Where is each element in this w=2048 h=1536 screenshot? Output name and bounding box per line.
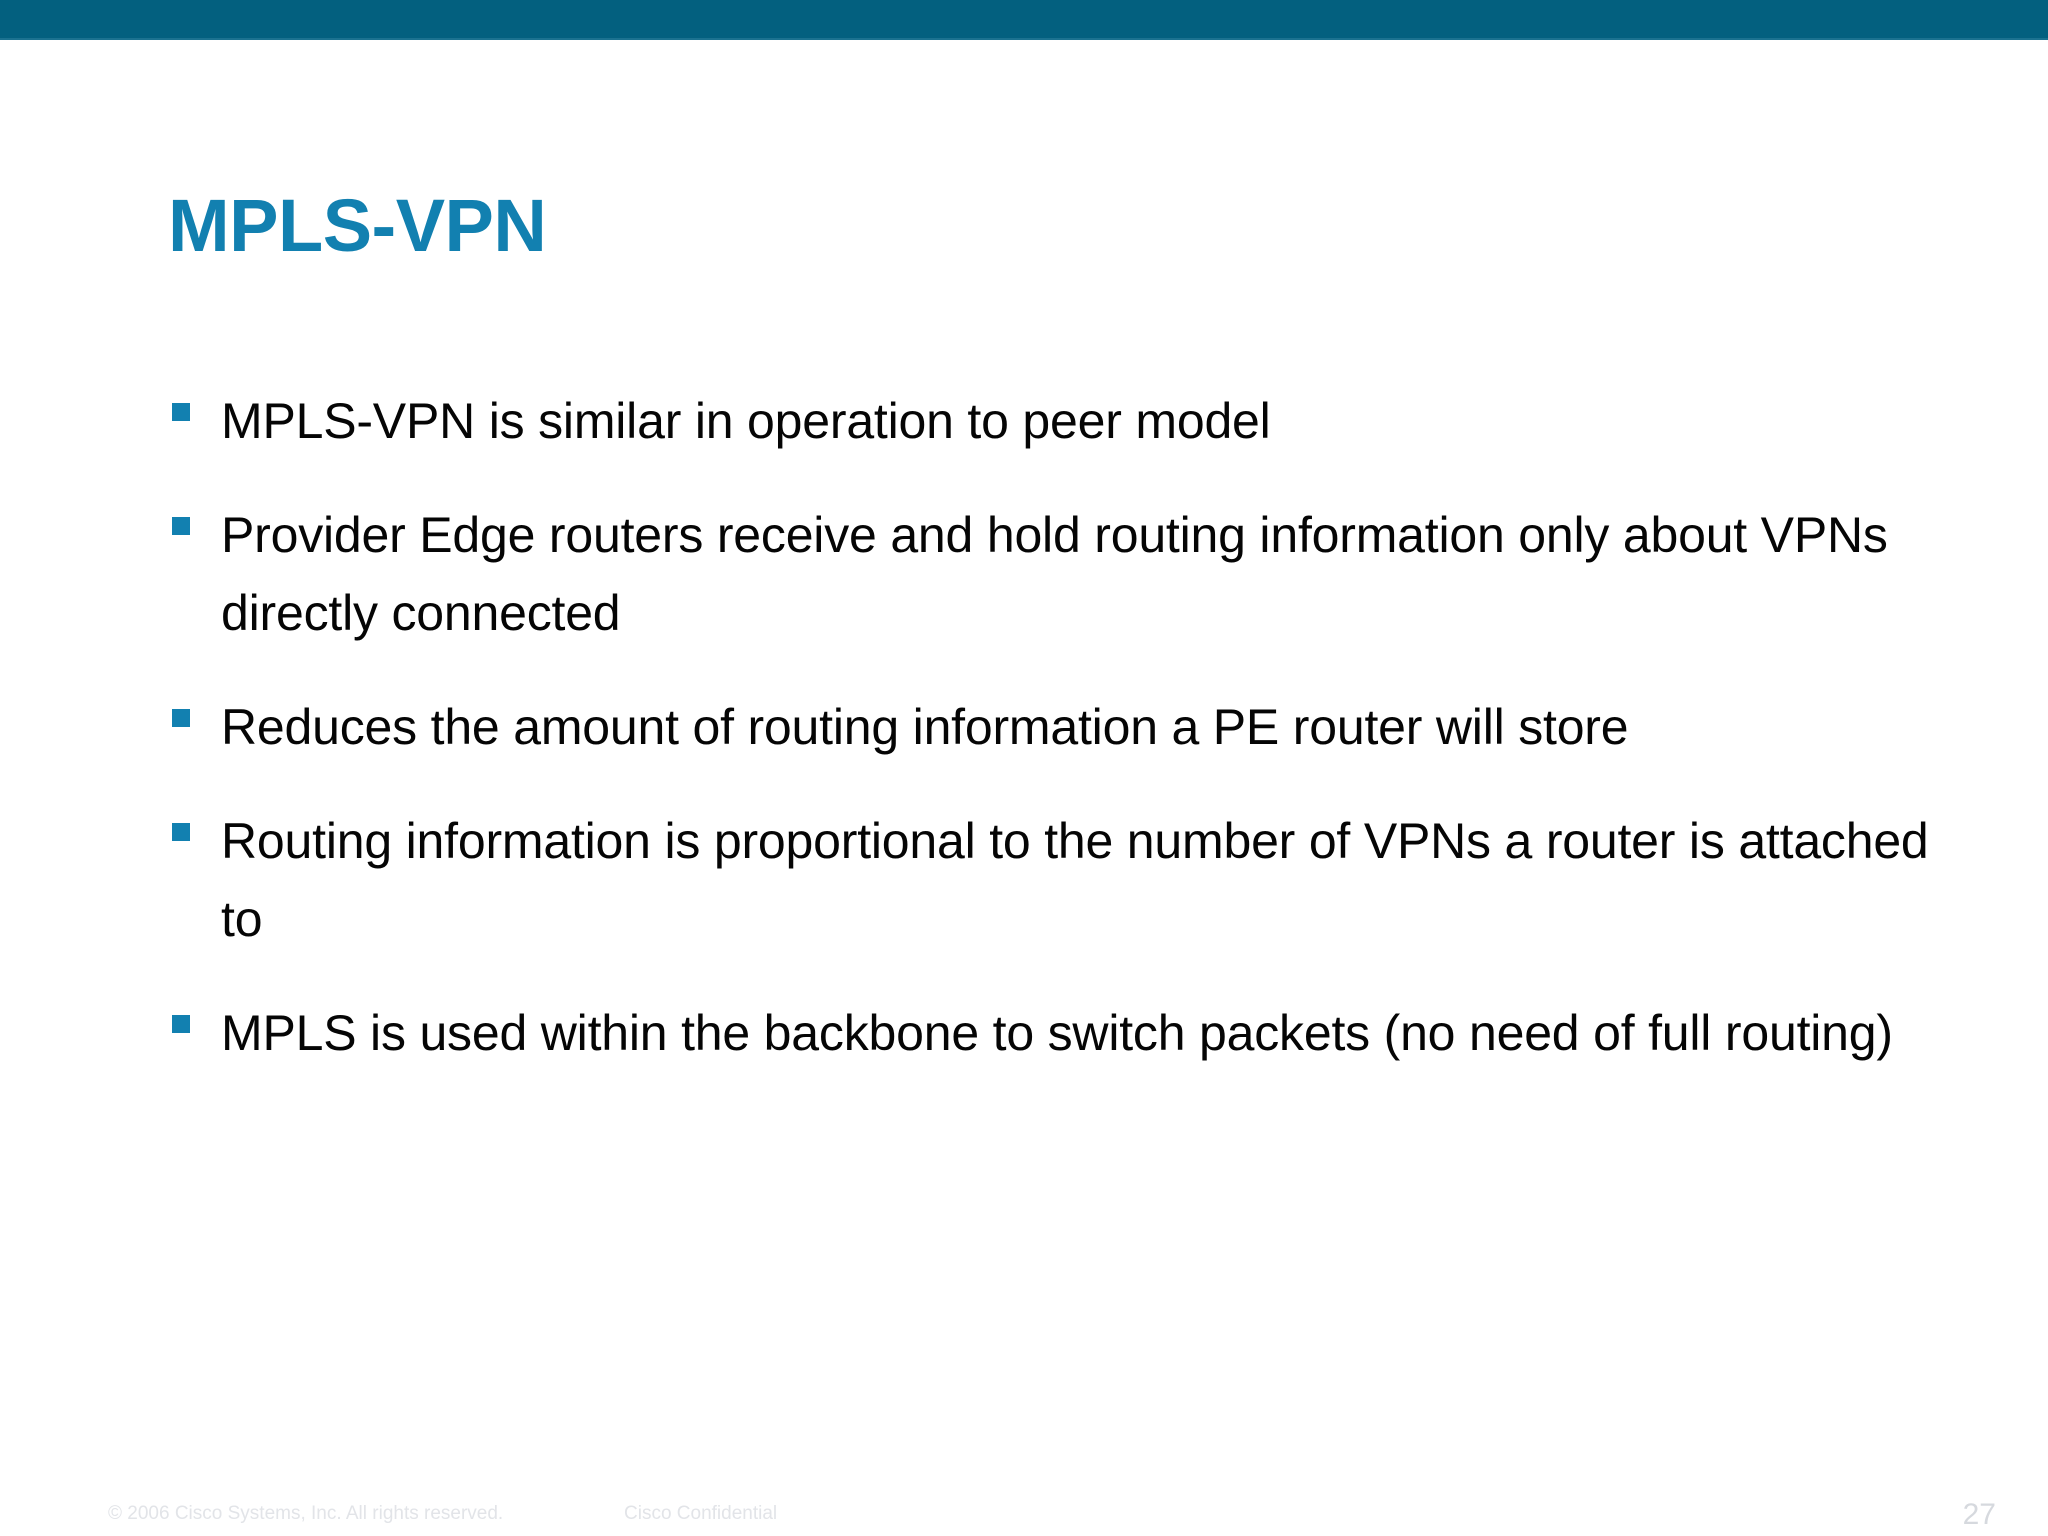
top-accent-band-edge <box>0 38 2048 40</box>
square-bullet-icon <box>172 403 190 421</box>
square-bullet-icon <box>172 823 190 841</box>
square-bullet-icon <box>172 1015 190 1033</box>
list-item-text: Routing information is proportional to t… <box>221 813 1929 947</box>
list-item-text: MPLS-VPN is similar in operation to peer… <box>221 393 1271 449</box>
square-bullet-icon <box>172 517 190 535</box>
footer-confidentiality-label: Cisco Confidential <box>624 1503 778 1524</box>
slide-footer: © 2006 Cisco Systems, Inc. All rights re… <box>0 1498 2048 1536</box>
list-item: Reduces the amount of routing informatio… <box>168 688 1958 766</box>
page-number: 27 <box>1962 1498 1996 1531</box>
list-item: MPLS is used within the backbone to swit… <box>168 994 1958 1072</box>
list-item: Routing information is proportional to t… <box>168 802 1958 958</box>
list-item-text: Provider Edge routers receive and hold r… <box>221 507 1888 641</box>
bullet-list: MPLS-VPN is similar in operation to peer… <box>168 382 1958 1108</box>
list-item: MPLS-VPN is similar in operation to peer… <box>168 382 1958 460</box>
footer-copyright: © 2006 Cisco Systems, Inc. All rights re… <box>108 1503 504 1524</box>
square-bullet-icon <box>172 709 190 727</box>
list-item-text: MPLS is used within the backbone to swit… <box>221 1005 1893 1061</box>
list-item-text: Reduces the amount of routing informatio… <box>221 699 1629 755</box>
list-item: Provider Edge routers receive and hold r… <box>168 496 1958 652</box>
top-accent-band <box>0 0 2048 38</box>
page-title: MPLS-VPN <box>168 183 547 267</box>
